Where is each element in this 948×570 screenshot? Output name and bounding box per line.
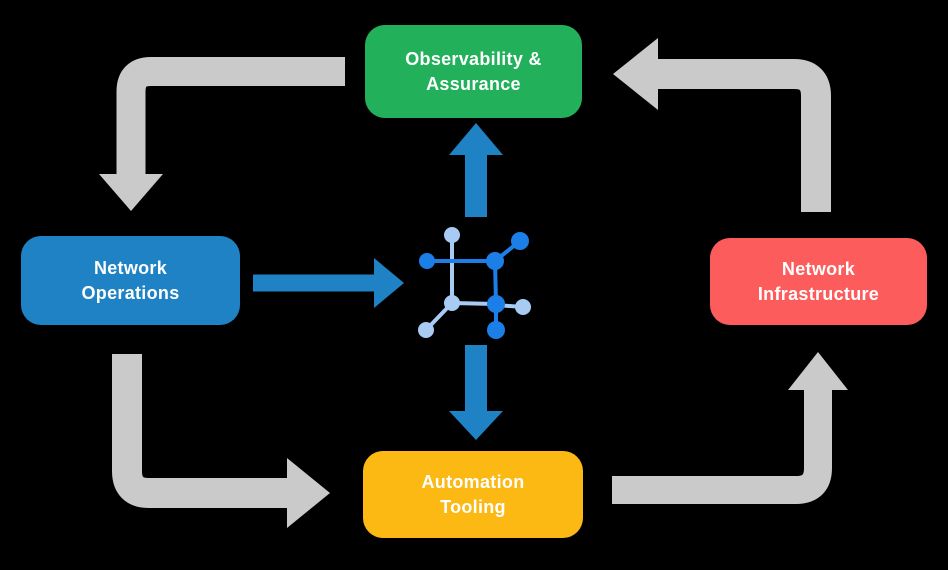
arrow-center-to-observability (449, 123, 503, 217)
arrowhead-down-icon (99, 174, 163, 211)
node-observability-assurance: Observability & Assurance (365, 25, 582, 118)
node-network-operations: Network Operations (21, 236, 240, 325)
arrowhead-up-icon (449, 123, 503, 155)
arrowhead-left-icon (613, 38, 658, 110)
arrow-network-operations-to-center (253, 258, 404, 308)
arrow-observability-to-network-operations (99, 57, 345, 211)
node-automation-tooling: Automation Tooling (363, 451, 583, 538)
arrowhead-right-icon (287, 458, 330, 528)
arrow-network-infrastructure-to-observability (613, 38, 831, 212)
mesh-dark-nodes (419, 232, 529, 339)
node-label: Network Operations (81, 257, 180, 303)
arrow-center-to-automation-tooling (449, 345, 503, 440)
arrowhead-up-icon (788, 352, 848, 390)
arrow-automation-tooling-to-network-infrastructure (612, 352, 848, 504)
node-label: Automation Tooling (421, 471, 525, 517)
node-label: Network Infrastructure (757, 258, 880, 304)
node-label: Observability & Assurance (405, 48, 542, 94)
node-network-infrastructure: Network Infrastructure (710, 238, 927, 325)
arrowhead-right-icon (374, 258, 404, 308)
arrow-network-operations-to-automation-tooling (112, 354, 330, 528)
arrowhead-down-icon (449, 411, 503, 440)
mesh-light-nodes (418, 227, 531, 338)
network-mesh-icon (418, 227, 531, 339)
